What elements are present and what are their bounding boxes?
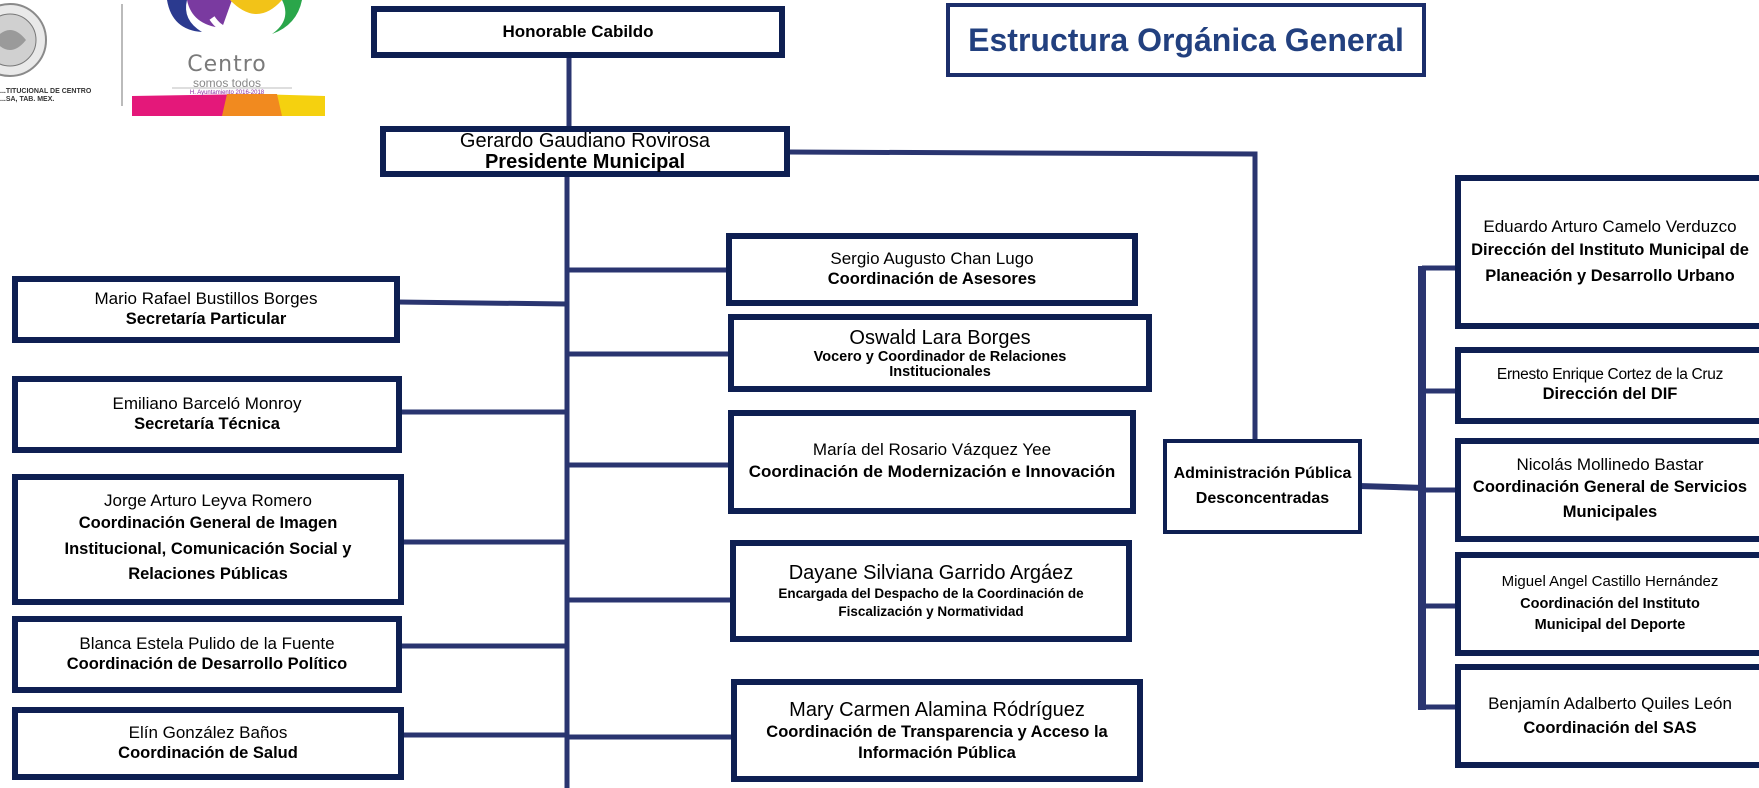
unit-imagen-institucional: Jorge Arturo Leyva Romero Coordinación G… <box>12 474 404 605</box>
seal-icon <box>0 3 47 77</box>
unit-name: Sergio Augusto Chan Lugo <box>830 249 1034 269</box>
logo-divider <box>121 4 123 106</box>
unit-role: Coordinación General de Servicios Munici… <box>1472 478 1748 522</box>
unit-name: Mary Carmen Alamina Ródríguez <box>789 698 1085 721</box>
unit-name: Oswald Lara Borges <box>849 326 1031 349</box>
seal-caption: ...TITUCIONAL DE CENTRO ...SA, TAB. MEX. <box>0 88 92 103</box>
admin-label: Administración Pública Desconcentradas <box>1173 464 1352 507</box>
unit-transparencia: Mary Carmen Alamina Ródríguez Coordinaci… <box>731 679 1143 782</box>
unit-name: Dayane Silviana Garrido Argáez <box>788 562 1074 585</box>
page-title-text: Estructura Orgánica General <box>968 21 1404 58</box>
connector-left-1 <box>395 299 568 307</box>
unit-salud: Elín González Baños Coordinación de Salu… <box>12 707 404 780</box>
unit-name: Elín González Baños <box>128 723 288 743</box>
unit-asesores: Sergio Augusto Chan Lugo Coordinación de… <box>726 233 1138 306</box>
centro-brand-logo <box>132 0 325 116</box>
unit-name: Blanca Estela Pulido de la Fuente <box>79 634 335 654</box>
brand-word: Centro <box>187 52 267 77</box>
cabildo-box: Honorable Cabildo <box>371 6 785 58</box>
president-box: Gerardo Gaudiano Rovirosa Presidente Mun… <box>380 126 790 177</box>
unit-role: Coordinación de Salud <box>118 743 298 762</box>
admin-desconcentradas-box: Administración Pública Desconcentradas <box>1163 439 1362 534</box>
unit-role: Coordinación de Asesores <box>827 269 1037 288</box>
dec-dif: Ernesto Enrique Cortez de la Cruz Direcc… <box>1455 347 1759 424</box>
brand-tagline: somos todos <box>192 76 262 90</box>
dec-sas: Benjamín Adalberto Quiles León Coordinac… <box>1455 664 1759 768</box>
dec-deporte: Miguel Angel Castillo Hernández Coordina… <box>1455 552 1759 656</box>
unit-secretaria-particular: Mario Rafael Bustillos Borges Secretaría… <box>12 276 400 343</box>
dec-servicios-municipales: Nicolás Mollinedo Bastar Coordinación Ge… <box>1455 438 1759 542</box>
unit-role: Coordinación del SAS <box>1523 719 1697 738</box>
page-title: Estructura Orgánica General <box>946 3 1426 77</box>
unit-vocero: Oswald Lara Borges Vocero y Coordinador … <box>728 314 1152 392</box>
unit-name: María del Rosario Vázquez Yee <box>812 439 1052 459</box>
cabildo-label: Honorable Cabildo <box>502 21 654 41</box>
president-name: Gerardo Gaudiano Rovirosa <box>459 129 711 152</box>
unit-role: Dirección del Instituto Municipal de Pla… <box>1471 241 1749 285</box>
unit-role: Coordinación de Desarrollo Político <box>66 654 348 673</box>
unit-role: Dirección del DIF <box>1542 384 1678 403</box>
unit-name: Mario Rafael Bustillos Borges <box>94 289 318 309</box>
unit-name: Ernesto Enrique Cortez de la Cruz <box>1496 366 1724 384</box>
unit-modernizacion: María del Rosario Vázquez Yee Coordinaci… <box>728 410 1136 514</box>
unit-role: Vocero y Coordinador de Relaciones Insti… <box>813 348 1067 380</box>
dec-implan: Eduardo Arturo Camelo Verduzco Dirección… <box>1455 175 1759 329</box>
unit-name: Miguel Angel Castillo Hernández <box>1501 573 1719 590</box>
unit-role: Coordinación de Transparencia y Acceso l… <box>766 722 1108 762</box>
unit-role: Coordinación del Instituto Municipal del… <box>1520 595 1700 634</box>
connector-admin-bracket <box>1358 483 1426 491</box>
brand-period: H. Ayuntamiento 2016-2018 <box>189 90 265 96</box>
unit-name: Benjamín Adalberto Quiles León <box>1488 693 1732 713</box>
unit-name: Jorge Arturo Leyva Romero <box>104 490 312 510</box>
unit-role: Secretaría Particular <box>125 309 287 328</box>
unit-role: Coordinación General de Imagen Instituci… <box>64 514 352 584</box>
unit-secretaria-tecnica: Emiliano Barceló Monroy Secretaría Técni… <box>12 376 402 453</box>
unit-role: Secretaría Técnica <box>134 414 280 433</box>
unit-fiscalizacion: Dayane Silviana Garrido Argáez Encargada… <box>730 540 1132 642</box>
unit-name: Nicolás Mollinedo Bastar <box>1516 455 1704 475</box>
unit-name: Eduardo Arturo Camelo Verduzco <box>1483 216 1737 236</box>
president-role: Presidente Municipal <box>484 150 686 173</box>
unit-role: Encargada del Despacho de la Coordinació… <box>778 586 1084 619</box>
unit-role: Coordinación de Modernización e Innovaci… <box>748 462 1116 482</box>
connector-president-admin <box>786 149 1258 440</box>
unit-name: Emiliano Barceló Monroy <box>112 394 302 414</box>
unit-desarrollo-politico: Blanca Estela Pulido de la Fuente Coordi… <box>12 616 402 693</box>
